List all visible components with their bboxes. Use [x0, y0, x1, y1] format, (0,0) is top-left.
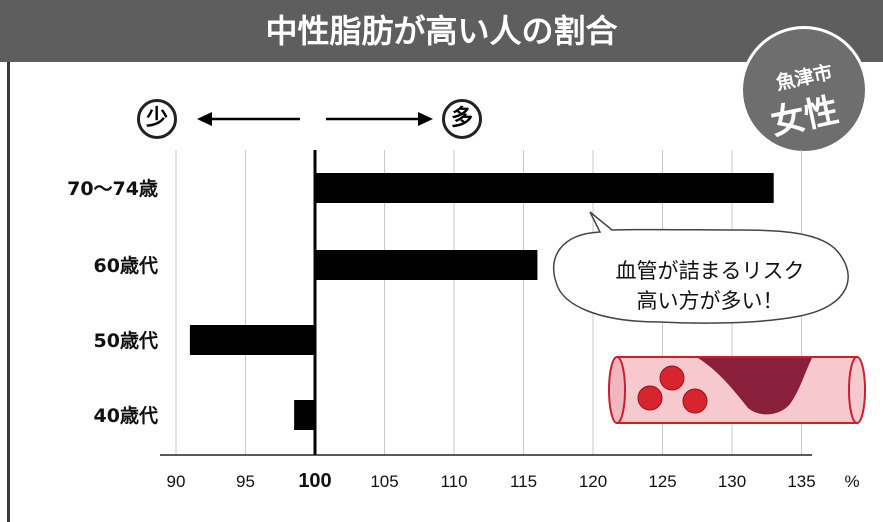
- category-label: 70〜74歳: [67, 178, 158, 200]
- region-badge: 魚津市 女性: [740, 26, 868, 154]
- blood-cell-1: [637, 385, 663, 411]
- x-tick-label: 135: [787, 472, 815, 491]
- speech-bubble: [552, 211, 849, 324]
- chart-title: 中性脂肪が高い人の割合: [265, 12, 618, 50]
- bar: [315, 250, 538, 280]
- blood-cell-2: [659, 365, 685, 391]
- x-tick-label: 110: [440, 472, 467, 491]
- x-tick-label: 130: [718, 472, 746, 491]
- bar: [189, 325, 315, 355]
- x-tick-label: 105: [370, 472, 398, 491]
- callout-line-1: 血管が詰まるリスク: [615, 259, 805, 283]
- label-layer: 90 95 100 105 110 115 120 125 130 135% 70〜74歳 60歳代 5…: [67, 178, 859, 492]
- blood-vessel-illustration: [608, 356, 866, 424]
- left-arrow-head: [197, 112, 212, 126]
- plaque-clot: [698, 358, 812, 415]
- bar: [315, 173, 774, 203]
- category-label: 40歳代: [94, 405, 158, 427]
- x-unit-label: %: [844, 472, 859, 491]
- category-label: 50歳代: [94, 330, 158, 352]
- category-label: 60歳代: [94, 255, 158, 277]
- callout-text: 血管が詰まるリスク 高い方が多い！: [560, 256, 860, 316]
- callout-line-2: 高い方が多い！: [636, 289, 784, 313]
- blood-cell-3: [682, 388, 708, 414]
- x-tick-label: 115: [510, 472, 537, 491]
- title-bar: [0, 0, 883, 62]
- x-tick-label: 125: [648, 472, 676, 491]
- frame-border: [7, 62, 10, 522]
- x-tick-label: 95: [236, 472, 255, 491]
- bar-layer: [189, 150, 774, 455]
- x-tick-label: 90: [167, 472, 186, 491]
- less-marker: 少: [137, 99, 177, 139]
- more-marker: 多: [442, 99, 482, 139]
- x-tick-label: 120: [579, 472, 607, 491]
- right-arrow-head: [418, 112, 433, 126]
- bar: [294, 400, 315, 430]
- x-tick-label: 100: [298, 470, 331, 492]
